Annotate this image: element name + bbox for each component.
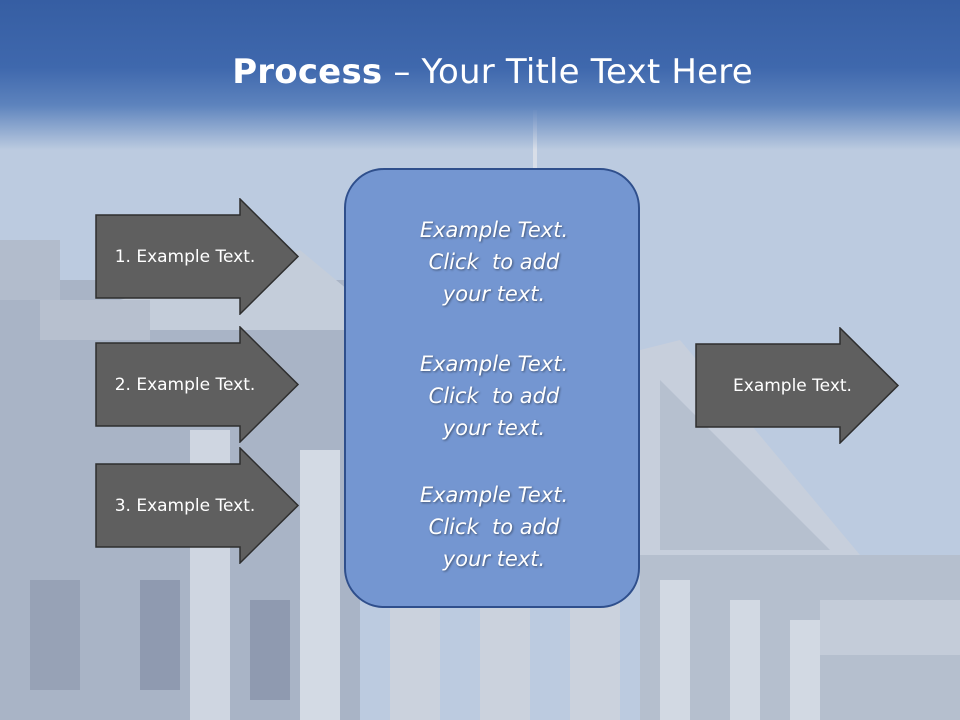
center-text-block-3[interactable]: Example Text. Click to add your text.: [346, 479, 642, 575]
text-line: Example Text.: [419, 218, 569, 242]
slide-title: Process – Your Title Text Here: [0, 52, 960, 92]
text-line: Click to add: [428, 384, 560, 408]
output-arrow-label: Example Text.: [733, 375, 852, 396]
text-line: your text.: [442, 547, 546, 571]
arrow-shape-icon: [95, 447, 300, 564]
arrow-shape-icon: [95, 326, 300, 443]
text-line: your text.: [442, 282, 546, 306]
title-rest: – Your Title Text Here: [382, 52, 753, 92]
title-band: [0, 0, 960, 150]
center-text-block-1[interactable]: Example Text. Click to add your text.: [346, 214, 642, 310]
arrow-shape-icon: [95, 198, 300, 315]
input-arrow-2[interactable]: 2. Example Text.: [95, 326, 300, 443]
input-arrow-label: 2. Example Text.: [114, 374, 256, 395]
output-arrow[interactable]: Example Text.: [695, 327, 900, 444]
center-text-block-2[interactable]: Example Text. Click to add your text.: [346, 348, 642, 444]
text-line: Example Text.: [419, 483, 569, 507]
text-line: Click to add: [428, 250, 560, 274]
input-arrow-1[interactable]: 1. Example Text.: [95, 198, 300, 315]
input-arrow-3[interactable]: 3. Example Text.: [95, 447, 300, 564]
text-line: Click to add: [428, 515, 560, 539]
center-process-box[interactable]: Example Text. Click to add your text. Ex…: [344, 168, 640, 608]
arrow-shape-icon: [695, 327, 900, 444]
text-line: your text.: [442, 416, 546, 440]
text-line: Example Text.: [419, 352, 569, 376]
title-strong: Process: [232, 52, 383, 92]
input-arrow-label: 3. Example Text.: [114, 495, 256, 516]
input-arrow-label: 1. Example Text.: [114, 246, 256, 267]
